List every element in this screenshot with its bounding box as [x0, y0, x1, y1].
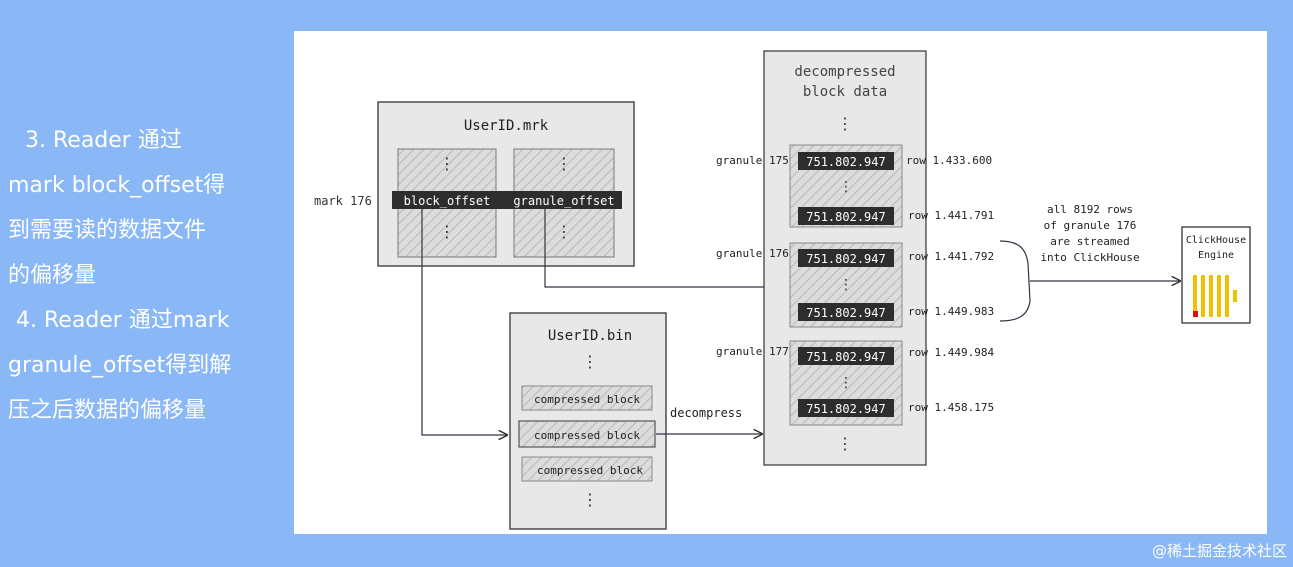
- mrk-title: UserID.mrk: [464, 118, 549, 134]
- compressed-block-1: [521, 385, 653, 411]
- compressed-block-3: [521, 456, 653, 482]
- row-label-f: row 1.458.175: [908, 401, 994, 414]
- g177-dots: ⋮: [839, 374, 853, 390]
- g177-value-1: 751.802.947: [806, 350, 885, 364]
- g176-value-1-box: [798, 249, 894, 267]
- bin-dots-bottom: ⋮: [582, 492, 598, 509]
- row-label-d: row 1.449.983: [908, 305, 994, 318]
- step3-line2: mark block_offset得: [8, 173, 226, 198]
- step3-line4: 的偏移量: [8, 263, 97, 288]
- clickhouse-logo-icon: [1193, 275, 1237, 317]
- granule-176-brace: [999, 240, 1031, 322]
- g175-value-1: 751.802.947: [806, 155, 885, 169]
- g175-dots: ⋮: [839, 178, 853, 194]
- mrk-dots-4: ⋮: [556, 224, 572, 241]
- diagram-panel: UserID.mrk ⋮ ⋮ ⋮ ⋮ block_offset granule_…: [294, 31, 1267, 534]
- granule-offset-arrow: [544, 209, 782, 287]
- bin-dots-top: ⋮: [582, 354, 598, 371]
- site-credit: @稀土掘金技术社区: [1151, 542, 1287, 560]
- granule-175-label: granule 175: [716, 154, 789, 167]
- compressed-block-2: [518, 420, 656, 448]
- g175-value-2-box: [798, 207, 894, 225]
- step3-line1: 3. Reader 通过: [25, 128, 182, 153]
- g177-value-2: 751.802.947: [806, 402, 885, 416]
- mark-176-label: mark 176: [314, 194, 372, 208]
- g176-dots: ⋮: [839, 276, 853, 292]
- stream-text-3: are streamed: [1050, 235, 1129, 248]
- g176-value-2-box: [798, 303, 894, 321]
- block-offset-arrow: [421, 209, 507, 435]
- g177-value-1-box: [798, 347, 894, 365]
- sidebar-text: 3. Reader 通过 mark block_offset得 到需要读的数据文…: [8, 118, 268, 433]
- mrk-dots-1: ⋮: [439, 156, 455, 173]
- engine-label-1: ClickHouse: [1186, 235, 1246, 246]
- decompress-label: decompress: [670, 406, 742, 420]
- compressed-block-2-label: compressed block: [534, 429, 640, 442]
- decompressed-title-2: block data: [803, 84, 887, 100]
- step4-line1: 4. Reader 通过mark: [16, 308, 230, 333]
- engine-label-2: Engine: [1198, 250, 1234, 261]
- g177-value-2-box: [798, 399, 894, 417]
- granule-177-label: granule 177: [716, 345, 789, 358]
- granule-176-label: granule 176: [716, 247, 789, 260]
- g175-value-1-box: [798, 152, 894, 170]
- g176-value-2: 751.802.947: [806, 306, 885, 320]
- row-label-c: row 1.441.792: [908, 250, 994, 263]
- decomp-dots-bottom: ⋮: [837, 436, 853, 453]
- stream-text-2: of granule 176: [1044, 219, 1137, 232]
- compressed-block-1-label: compressed block: [534, 393, 640, 406]
- mrk-dots-2: ⋮: [556, 156, 572, 173]
- step4-line2: granule_offset得到解: [8, 353, 232, 378]
- diagram-svg: UserID.mrk ⋮ ⋮ ⋮ ⋮ block_offset granule_…: [314, 50, 1251, 530]
- row-label-b: row 1.441.791: [908, 209, 994, 222]
- step3-line3: 到需要读的数据文件: [8, 218, 207, 243]
- bin-title: UserID.bin: [548, 328, 632, 344]
- g176-value-1: 751.802.947: [806, 252, 885, 266]
- stream-text-1: all 8192 rows: [1047, 203, 1133, 216]
- row-label-a: row 1.433.600: [906, 154, 992, 167]
- stream-text-4: into ClickHouse: [1040, 251, 1139, 264]
- compressed-block-3-label: compressed block: [537, 464, 643, 477]
- decomp-dots-top: ⋮: [837, 116, 853, 133]
- row-label-e: row 1.449.984: [908, 346, 994, 359]
- granule-offset-label: granule_offset: [513, 194, 614, 208]
- g175-value-2: 751.802.947: [806, 210, 885, 224]
- decompressed-title-1: decompressed: [794, 64, 895, 80]
- mrk-dots-3: ⋮: [439, 224, 455, 241]
- block-offset-label: block_offset: [404, 194, 491, 208]
- step4-line3: 压之后数据的偏移量: [8, 398, 207, 423]
- mark-row-bar: [392, 191, 622, 209]
